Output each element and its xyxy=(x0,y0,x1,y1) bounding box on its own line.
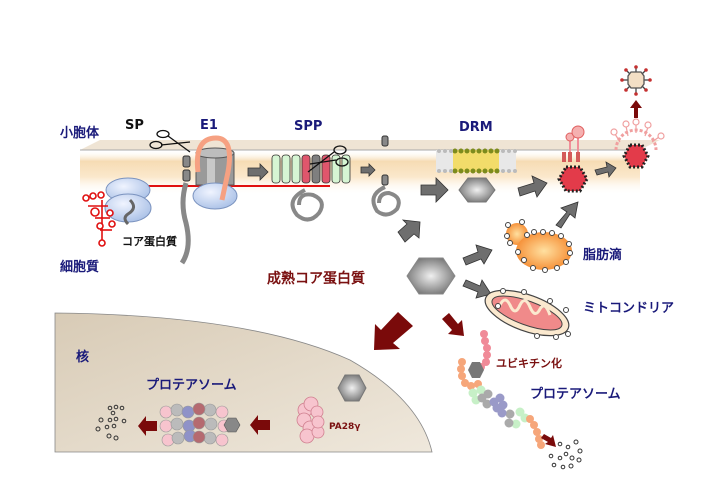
er-membrane xyxy=(80,140,660,195)
mature-core-hexagon-icon xyxy=(406,257,456,295)
core-hexagon-icon xyxy=(458,177,496,203)
arrow-icon xyxy=(517,175,548,198)
core-hexagon-icon xyxy=(337,374,367,402)
er-label: 小胞体 xyxy=(60,126,100,141)
arrow-icon xyxy=(138,416,157,436)
cytoplasm-label: 細胞質 xyxy=(60,260,100,275)
arrow-icon xyxy=(360,163,376,177)
mature-virion-icon xyxy=(620,65,652,96)
translocon-icon xyxy=(192,135,238,210)
peptide-fragments-icon xyxy=(95,404,127,441)
proteasome-cytoplasm-label: プロテアソーム xyxy=(530,387,621,402)
rna-stem-loop-icon xyxy=(82,191,116,247)
cleaved-core-icon xyxy=(371,135,401,217)
proteasome-nucleus-icon xyxy=(159,402,241,447)
mitochondrion-icon xyxy=(484,288,571,340)
spp-complex-icon xyxy=(271,154,351,222)
proteasome-nucleus-label: プロテアソーム xyxy=(146,378,237,393)
arrow-icon xyxy=(250,415,270,435)
lipid-droplet-icon xyxy=(504,219,573,273)
scissors-icon xyxy=(149,129,191,153)
nucleus-region xyxy=(54,312,433,453)
spp-label: SPP xyxy=(294,119,323,134)
ubiquitination-label: ユビキチン化 xyxy=(496,357,562,370)
proteasome-cytoplasm-icon xyxy=(457,330,556,449)
arrow-icon xyxy=(630,100,642,118)
peptide-fragments-icon xyxy=(548,439,583,470)
mitochondria-label: ミトコンドリア xyxy=(583,301,675,316)
scissors-icon xyxy=(307,145,349,173)
arrow-icon xyxy=(374,312,413,350)
budding-virion-icon xyxy=(610,118,665,169)
mature-core-label: 成熟コア蛋白質 xyxy=(267,271,365,287)
arrow-icon xyxy=(462,279,492,299)
arrow-icon xyxy=(397,219,421,243)
core-protein-label: コア蛋白質 xyxy=(122,235,177,248)
pa28-label: PA28γ xyxy=(329,422,361,432)
drm-lipid-raft-icon xyxy=(436,148,517,174)
lipid-droplet-label: 脂肪滴 xyxy=(583,248,623,263)
nucleocapsid-icon xyxy=(557,125,589,193)
signal-peptide-icon xyxy=(179,155,191,265)
arrow-icon xyxy=(462,244,493,266)
arrow-icon xyxy=(442,313,464,336)
arrow-icon xyxy=(555,201,579,229)
sp-label: SP xyxy=(125,118,144,133)
ribosome-icon xyxy=(104,177,152,226)
drm-label: DRM xyxy=(459,120,493,135)
arrow-icon xyxy=(247,163,269,181)
arrow-icon xyxy=(420,177,449,203)
pa28-gamma-icon xyxy=(296,396,325,444)
e1-label: E1 xyxy=(200,118,218,133)
nucleus-label: 核 xyxy=(76,350,90,365)
arrow-icon xyxy=(594,161,617,178)
